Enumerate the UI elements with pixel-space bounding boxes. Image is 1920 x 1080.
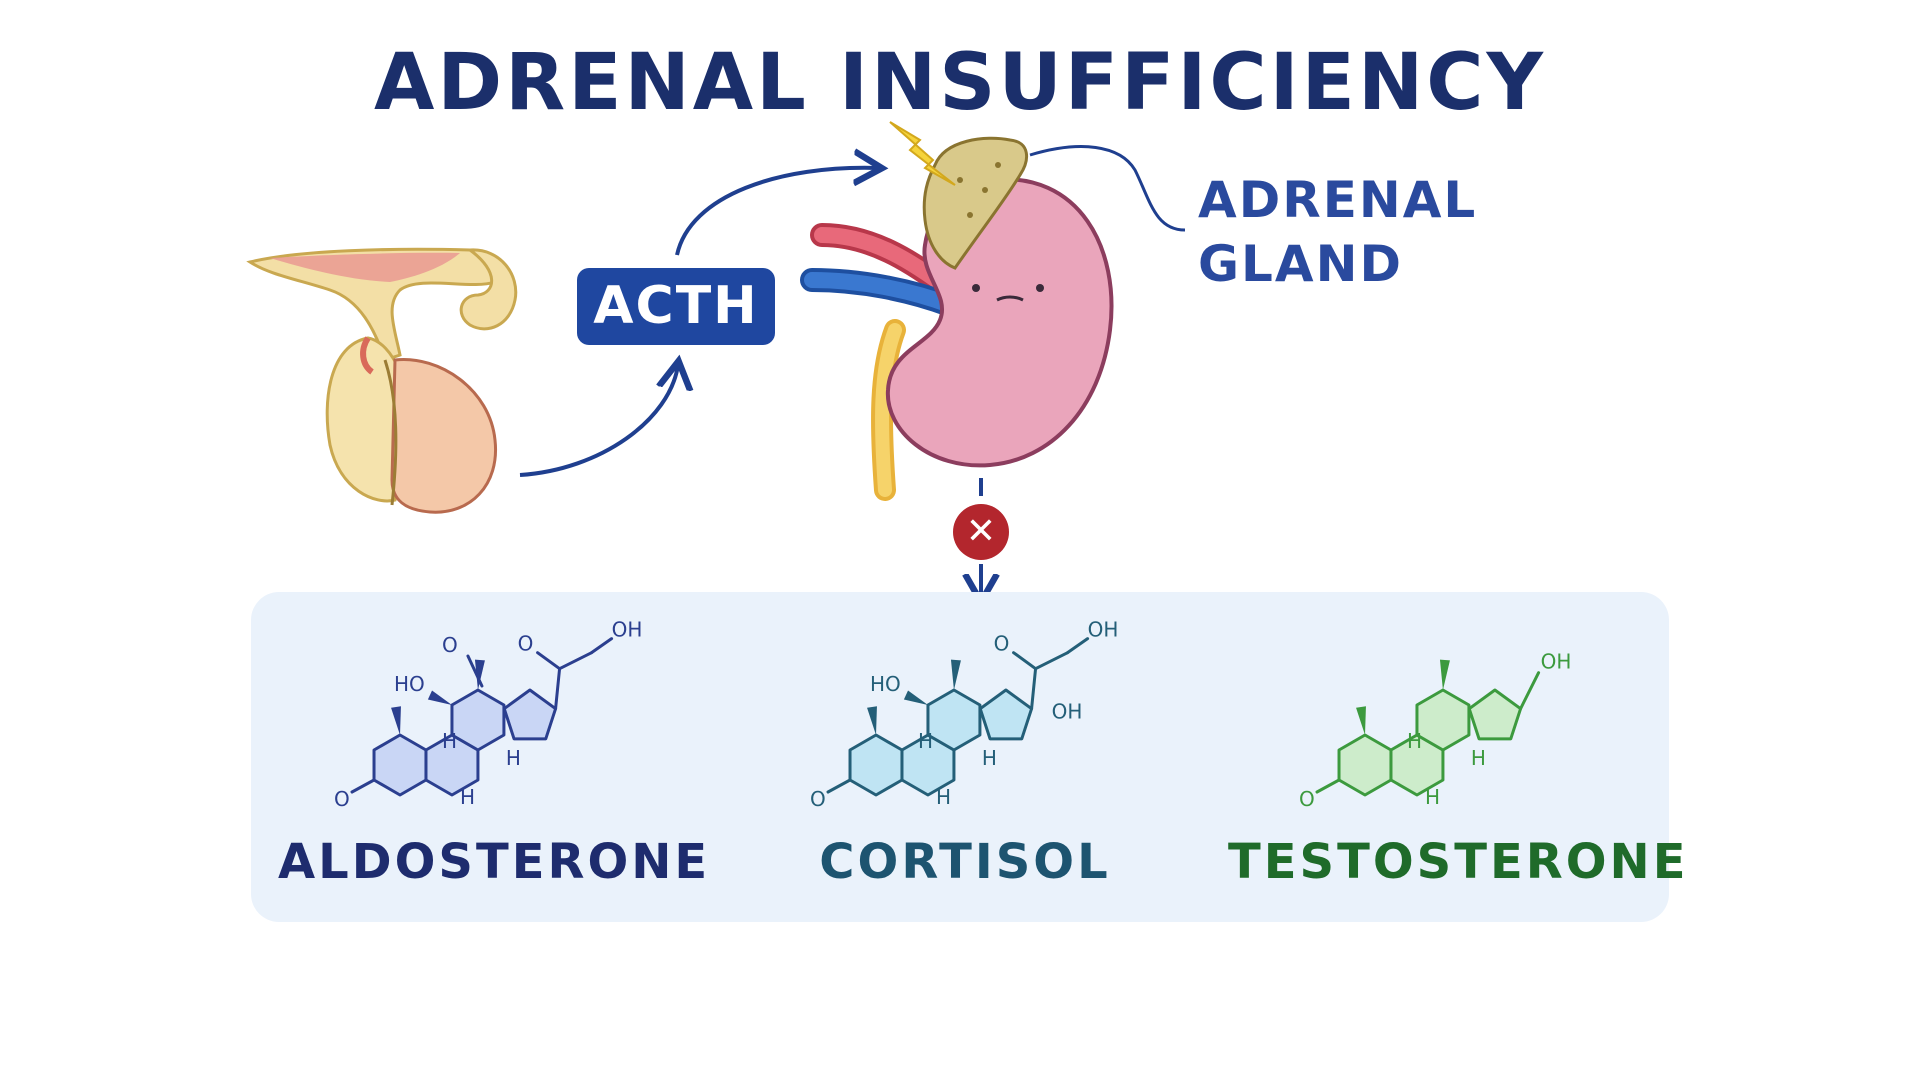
adrenal-label-leader (1029, 145, 1186, 232)
methyl-wedge-10 (391, 706, 401, 735)
atom-oh-terminal: OH (612, 618, 643, 642)
ring-c (450, 688, 506, 752)
methyl-wedge-13 (474, 659, 485, 690)
side-chain-bond (1519, 671, 1541, 711)
atom-ho: HO (394, 672, 425, 696)
hormone-name-aldosterone: ALDOSTERONE (278, 834, 711, 890)
atom-h-9: H (460, 785, 475, 809)
carbonyl-bond (1012, 651, 1038, 671)
atom-h-14: H (1471, 746, 1486, 770)
oh-bond (590, 637, 614, 655)
atom-h-8: H (442, 729, 457, 753)
atom-oh-17: OH (1052, 700, 1083, 724)
methyl-wedge-13 (1439, 659, 1450, 690)
c17-chain-bond (1030, 667, 1038, 711)
keto-bond (826, 778, 852, 794)
atom-h-8: H (1407, 729, 1422, 753)
atom-o-ring: O (1299, 787, 1315, 811)
oh-bond (1066, 637, 1090, 655)
atom-h-14: H (506, 746, 521, 770)
methyl-wedge-10 (1356, 706, 1366, 735)
hormone-panel (251, 592, 1669, 922)
atom-h-8: H (918, 729, 933, 753)
methyl-wedge-13 (950, 659, 961, 690)
atom-h-9: H (936, 785, 951, 809)
adrenal-gland-label-line2: GLAND (1198, 235, 1403, 293)
atom-h-9: H (1425, 785, 1440, 809)
atom-o-keto: O (994, 632, 1010, 656)
ho-wedge (427, 690, 452, 705)
ring-d (1467, 688, 1523, 741)
aldehyde-bond (466, 654, 484, 688)
blocked-x-glyph: ✕ (965, 511, 997, 552)
ring-a (1337, 733, 1393, 797)
blocked-icon (953, 504, 1009, 560)
atom-h-14: H (982, 746, 997, 770)
lightning-bolt-icon (889, 121, 956, 186)
atom-o-keto: O (518, 632, 534, 656)
ring-c (1415, 688, 1471, 752)
page-title: ADRENAL INSUFFICIENCY (374, 38, 1546, 128)
pituitary-illustration (246, 247, 518, 514)
hormone-name-testosterone: TESTOSTERONE (1228, 834, 1689, 890)
ring-a (372, 733, 428, 797)
hormone-name-cortisol: CORTISOL (819, 834, 1111, 890)
atom-o-ring: O (334, 787, 350, 811)
atom-ho: HO (870, 672, 901, 696)
arrow-acth-to-adrenal (675, 168, 878, 256)
atom-o-ring: O (810, 787, 826, 811)
atom-oh-terminal: OH (1088, 618, 1119, 642)
ch2-bond (558, 651, 594, 671)
adrenal-gland-label: ADRENAL GLAND (1198, 168, 1477, 296)
atom-o-aldehyde: O (442, 633, 458, 657)
methyl-wedge-10 (867, 706, 877, 735)
acth-badge: ACTH (577, 268, 775, 345)
adrenal-gland-label-line1: ADRENAL (1198, 171, 1478, 229)
ring-d (502, 688, 558, 741)
c17-chain-bond (554, 667, 562, 711)
carbonyl-bond (536, 651, 562, 671)
ring-c (926, 688, 982, 752)
adrenal-gland (922, 136, 1029, 270)
ring-a (848, 733, 904, 797)
ring-d (978, 688, 1034, 741)
ho-wedge (903, 690, 928, 705)
keto-bond (350, 778, 376, 794)
atom-oh-top: OH (1541, 650, 1572, 674)
keto-bond (1315, 778, 1341, 794)
ch2-bond (1034, 651, 1070, 671)
arrow-pituitary-to-acth (519, 365, 678, 477)
